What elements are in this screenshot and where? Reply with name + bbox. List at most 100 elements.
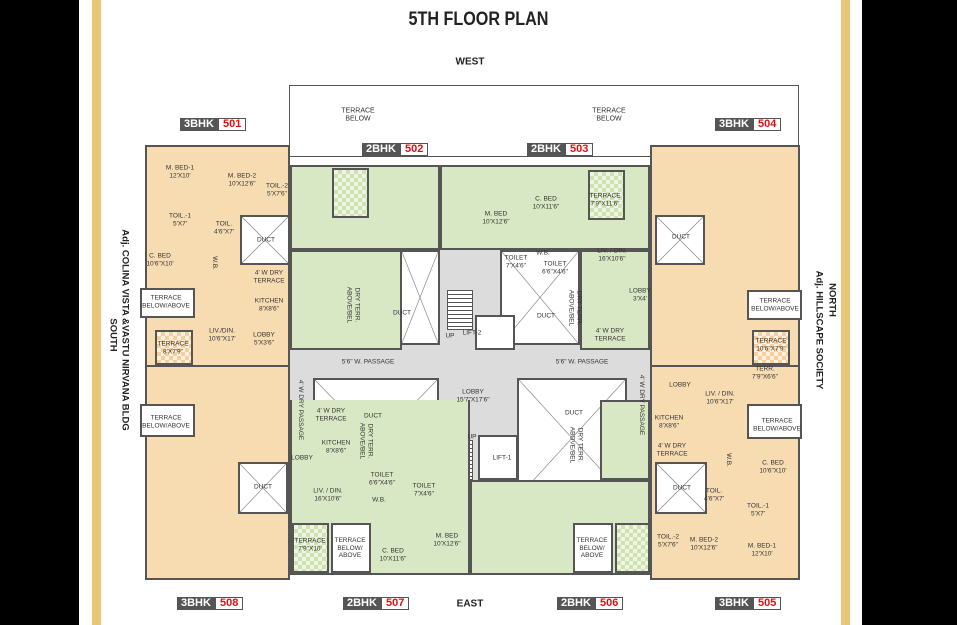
room-label: TERRACE 10'6"X7'9": [755, 337, 787, 353]
terrace-506-check: [615, 523, 650, 573]
room-label: 5'6" W. PASSAGE: [555, 358, 609, 366]
room-label: 4' W DRY TERRACE: [253, 269, 285, 285]
room-label: LIFT-2: [462, 329, 482, 337]
room-label: UP: [467, 433, 477, 441]
terrace-506-below: [573, 523, 613, 573]
direction-south: SOUTH: [107, 318, 119, 352]
direction-west: WEST: [455, 56, 485, 68]
room-label: C. BED 10'X11'6": [532, 195, 560, 211]
room-label: DUCT: [671, 233, 691, 241]
unit-number: 506: [594, 597, 624, 610]
room-label: TOIL.-1 5'X7': [169, 212, 191, 228]
room-label: LOBBY 5'X3'6": [253, 331, 275, 347]
room-label: LIV. / DIN. 10'6"X17': [705, 390, 735, 406]
room-label: TOILET 7'X4'6": [412, 482, 436, 498]
room-label: DUCT: [392, 309, 412, 317]
room-label: LIFT-1: [492, 454, 512, 462]
direction-east: EAST: [456, 598, 484, 610]
room-label: 4' W DRY TERRACE: [315, 407, 347, 423]
room-label: DUCT: [253, 483, 273, 491]
staircase-north: [447, 290, 473, 330]
unit-type: 2BHK: [343, 597, 381, 610]
unit-number: 501: [217, 118, 247, 131]
room-label: LIV. / DIN. 16'X10'6": [597, 247, 627, 263]
room-label: DUCT: [672, 484, 692, 492]
adjacent-south: Adj. COLINA VISTA &VASTU NIRVANA BLDG: [119, 229, 131, 431]
room-label: 4' W DRY PASSAGE: [637, 374, 645, 436]
room-label: UP: [445, 332, 455, 340]
room-label: TERRACE 7'9"X10': [294, 537, 326, 553]
adjacent-north: Adj. HILLSCAPE SOCIETY: [813, 270, 825, 390]
room-label: TOILET 7'X4'6": [504, 254, 528, 270]
unit-type: 2BHK: [527, 143, 565, 156]
room-label: TOIL. 4'6"X7': [704, 487, 724, 503]
unit-type: 3BHK: [177, 597, 215, 610]
room-label: KITCHEN 8'X8'6": [321, 439, 351, 455]
room-label: DRY TERR. ABOVE/BEL: [346, 286, 361, 324]
unit-number: 502: [399, 143, 429, 156]
room-label: 4' W DRY TERRACE: [594, 327, 626, 343]
room-label: TERRACE BELOW/ABOVE: [142, 414, 190, 430]
unit-number: 508: [214, 597, 244, 610]
terrace-below-label: TERRACE BELOW: [592, 107, 626, 123]
unit-502-lower: [290, 250, 402, 350]
duct-502: [400, 250, 440, 345]
terrace-507-check: [292, 523, 329, 573]
room-label: TERR. 7'9"X6'6": [752, 365, 778, 381]
room-label: TERRACE 7'9"X11'6": [589, 192, 621, 208]
left-frame-stripe: [92, 0, 101, 625]
unit-number: 503: [564, 143, 594, 156]
unit-type: 3BHK: [180, 118, 218, 131]
room-label: TOILET 6'6"X4'6": [369, 471, 395, 487]
terrace-508: [140, 404, 195, 437]
unit-503-lower: [580, 250, 650, 350]
unit-type: 3BHK: [715, 118, 753, 131]
room-label: TOIL. 4'6"X7': [214, 220, 234, 236]
room-label: DUCT: [564, 409, 584, 417]
room-label: 4' W DRY PASSAGE: [296, 379, 304, 441]
direction-north: NORTH: [826, 283, 838, 317]
room-label: TERRACE BELOW/ABOVE: [142, 294, 190, 310]
terrace-505: [747, 404, 802, 439]
room-label: LOBBY: [669, 381, 691, 389]
room-label: LOBBY: [291, 454, 313, 462]
room-label: DRY TERR. ABOVE/BEL: [569, 426, 584, 464]
room-label: TERRACE BELOW/ ABOVE: [576, 536, 608, 559]
terrace-507-below: [331, 523, 371, 573]
room-label: DUCT: [363, 412, 383, 420]
room-label: C. BED 10'6"X10': [759, 459, 787, 475]
room-label: 5'6" W. PASSAGE: [341, 358, 395, 366]
unit-number: 505: [752, 597, 782, 610]
terrace-504-check: [752, 330, 790, 365]
unit-number: 504: [752, 118, 782, 131]
room-label: KITCHEN 8'X8'6": [254, 297, 284, 313]
room-label: M. BED-1 12'X10': [747, 542, 777, 558]
room-label: TERRACE BELOW/ ABOVE: [334, 536, 366, 559]
duct-501: [240, 215, 290, 265]
lift-1: [478, 435, 518, 480]
room-label: W.B.: [536, 249, 550, 257]
terrace-below-label: TERRACE BELOW: [341, 107, 375, 123]
room-label: C. BED 10'X11'6": [379, 547, 407, 563]
unit-type: 2BHK: [557, 597, 595, 610]
room-label: LIV./DIN. 10'6"X17': [208, 327, 236, 343]
terrace-501: [140, 288, 195, 318]
page-title: 5TH FLOOR PLAN: [408, 9, 549, 30]
room-label: TERRACE BELOW/ABOVE: [751, 297, 799, 313]
room-label: TOIL.-1 5'X7': [747, 502, 769, 518]
terrace-503-check: [588, 170, 625, 220]
room-label: 4' W DRY TERRACE: [656, 442, 688, 458]
terrace-504: [747, 290, 802, 320]
terrace-502-check: [332, 168, 369, 218]
unit-506-upper: [600, 400, 650, 480]
room-label: TOILET 6'6"X4'6": [542, 260, 568, 276]
room-label: C. BED 10'6"X10': [146, 252, 174, 268]
room-label: M. BED-2 10'X12'6": [689, 536, 719, 552]
room-label: LOBBY 3'X4': [629, 287, 651, 303]
room-label: KITCHEN 8'X8'6": [654, 414, 684, 430]
